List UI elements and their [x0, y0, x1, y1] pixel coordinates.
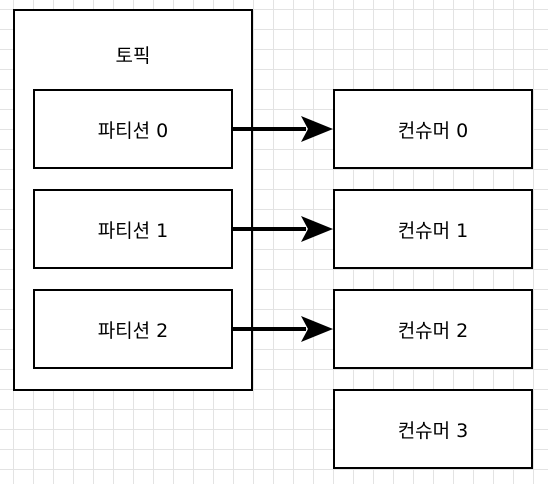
partition-1-label: 파티션 1: [97, 219, 169, 242]
consumer-2-label: 컨슈머 2: [397, 319, 469, 342]
topic-label: 토픽: [115, 45, 151, 67]
partition-2-box: 파티션 2: [33, 289, 233, 369]
consumer-3-box: 컨슈머 3: [333, 389, 533, 469]
partition-2-label: 파티션 2: [97, 319, 169, 342]
partition-0-box: 파티션 0: [33, 89, 233, 169]
consumer-1-label: 컨슈머 1: [397, 219, 469, 242]
consumer-0-label: 컨슈머 0: [397, 119, 469, 142]
partition-0-label: 파티션 0: [97, 119, 169, 142]
consumer-2-box: 컨슈머 2: [333, 289, 533, 369]
consumer-0-box: 컨슈머 0: [333, 89, 533, 169]
consumer-1-box: 컨슈머 1: [333, 189, 533, 269]
consumer-3-label: 컨슈머 3: [397, 419, 469, 442]
partition-1-box: 파티션 1: [33, 189, 233, 269]
